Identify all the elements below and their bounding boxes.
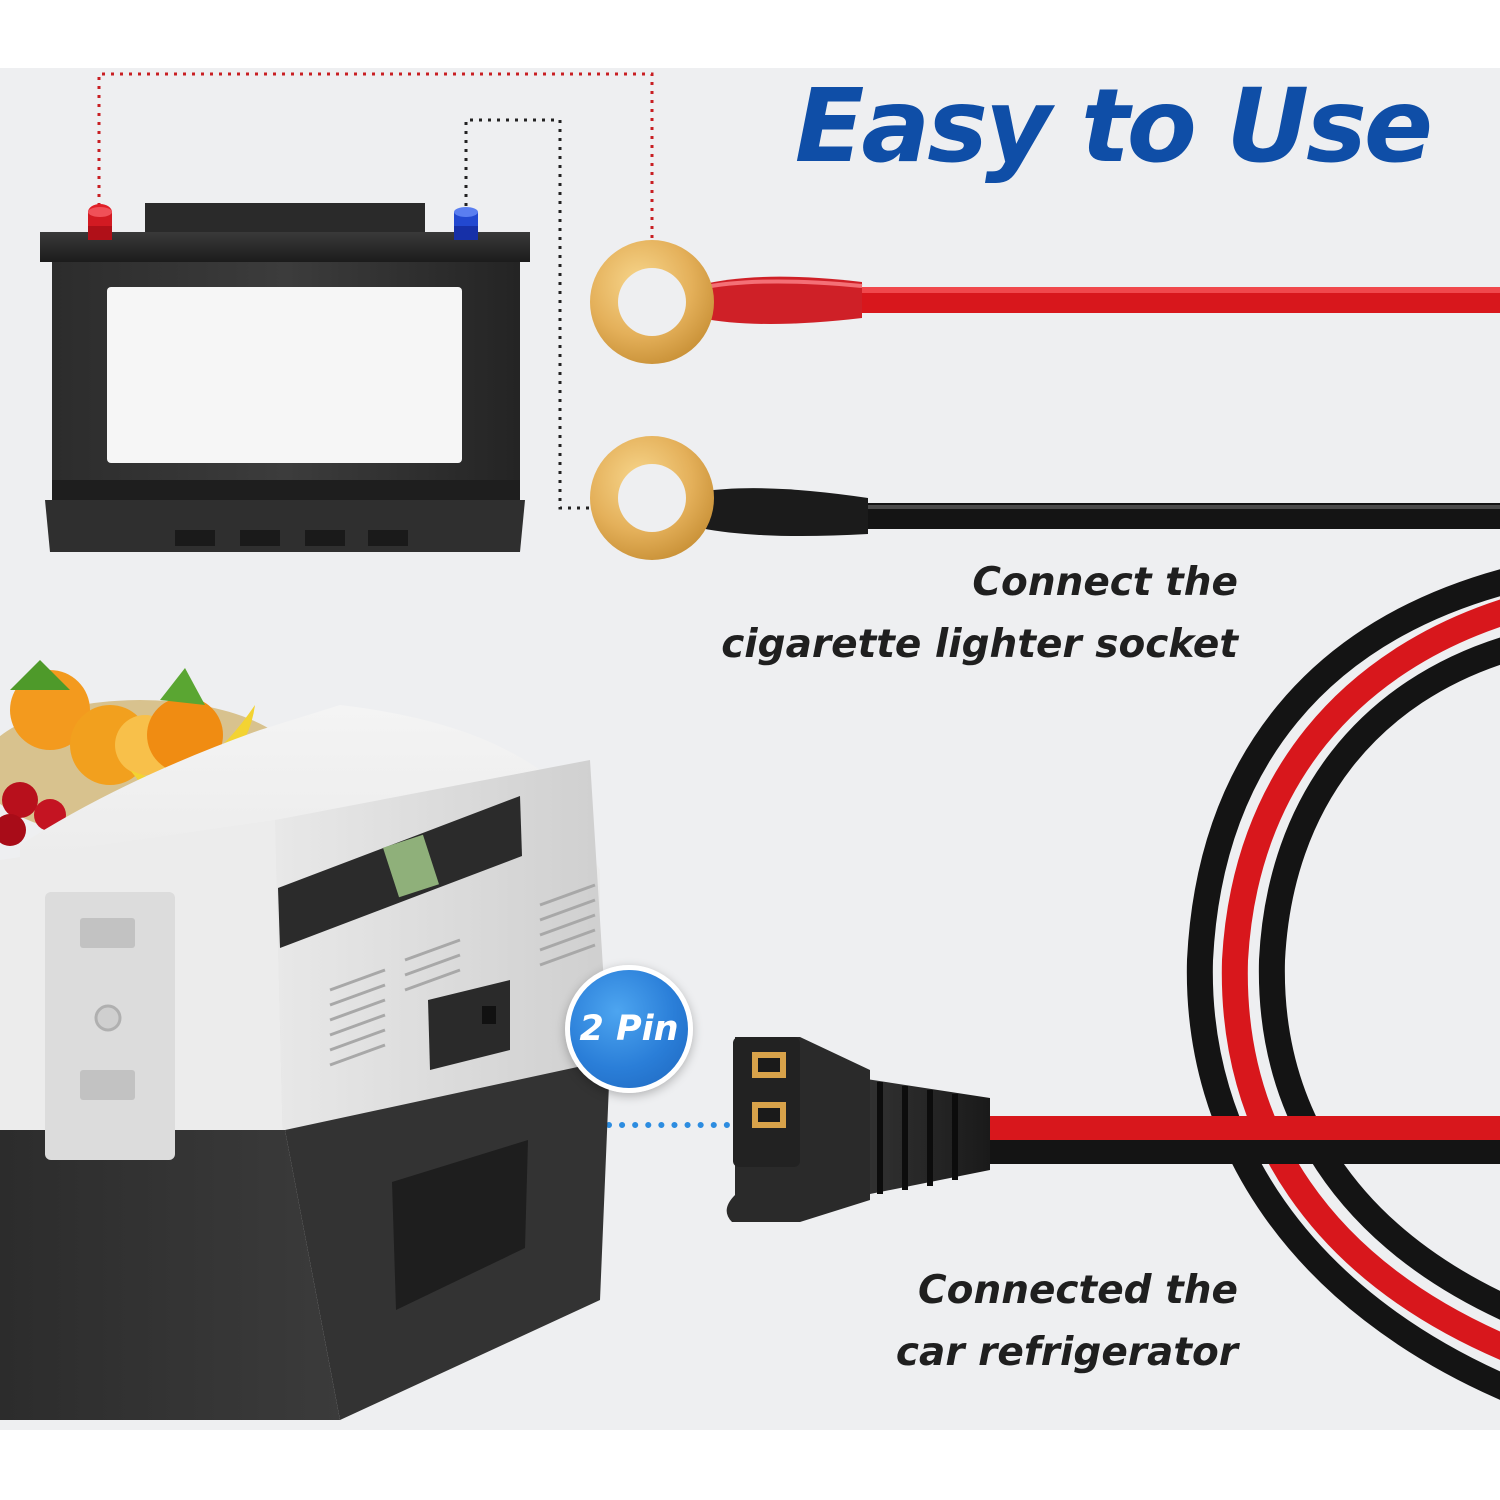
badge-label: 2 Pin (579, 1009, 679, 1049)
positive-terminal (88, 204, 112, 240)
caption-line: Connect the (972, 560, 1238, 605)
caption-car-refrigerator: Connected the car refrigerator (896, 1260, 1238, 1384)
negative-terminal (454, 207, 478, 240)
black-dotted-guide (464, 118, 590, 510)
two-pin-plug (726, 1037, 1500, 1222)
car-battery (40, 203, 530, 552)
caption-cigarette-socket: Connect the cigarette lighter socket (721, 552, 1238, 676)
coiled-cable (1186, 569, 1500, 1400)
red-ring-terminal (590, 240, 1500, 364)
two-pin-badge: 2 Pin (565, 965, 693, 1093)
headline: Easy to Use (794, 67, 1433, 186)
black-ring-terminal (590, 436, 1500, 560)
caption-line: car refrigerator (895, 1330, 1238, 1375)
car-refrigerator (0, 705, 610, 1420)
caption-line: cigarette lighter socket (721, 622, 1238, 667)
caption-line: Connected the (918, 1268, 1238, 1313)
